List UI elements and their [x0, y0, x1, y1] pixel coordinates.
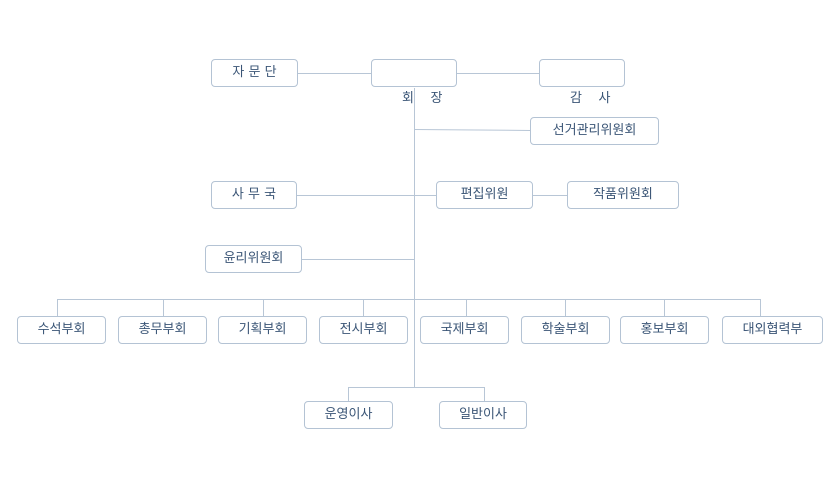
- department-label: 국제부회: [440, 322, 489, 337]
- department-box: 총무부회: [118, 316, 207, 344]
- department-box: 기획부회: [218, 316, 307, 344]
- ethics-committee-label: 윤리위원회: [223, 251, 284, 266]
- secretariat-box: 사 무 국: [211, 181, 297, 209]
- advisory-box: 자 문 단: [211, 59, 298, 87]
- works-committee-label: 작품위원회: [593, 187, 653, 202]
- department-label: 총무부회: [138, 322, 187, 337]
- department-label: 학술부회: [541, 322, 590, 337]
- secretariat-label: 사 무 국: [231, 187, 277, 202]
- auditor-box: 감 사: [539, 59, 625, 106]
- department-label: 전시부회: [339, 322, 388, 337]
- department-label: 기획부회: [238, 322, 287, 337]
- general-director-box: 일반이사: [439, 401, 527, 429]
- works-committee-box: 작품위원회: [567, 181, 679, 209]
- election-committee-box: 선거관리위원회: [530, 117, 659, 145]
- department-box: 대외협력부: [722, 316, 823, 344]
- department-label: 수석부회: [37, 322, 86, 337]
- operating-director-label: 운영이사: [324, 407, 373, 422]
- editorial-label: 편집위원: [460, 187, 509, 202]
- department-box: 수석부회: [17, 316, 106, 344]
- president-label: 회 장: [402, 91, 443, 106]
- department-box: 전시부회: [319, 316, 408, 344]
- election-committee-label: 선거관리위원회: [552, 123, 637, 138]
- department-box: 국제부회: [420, 316, 509, 344]
- auditor-label: 감 사: [570, 91, 611, 106]
- ethics-committee-box: 윤리위원회: [205, 245, 302, 273]
- department-label: 홍보부회: [640, 322, 689, 337]
- department-box: 학술부회: [521, 316, 610, 344]
- department-box: 홍보부회: [620, 316, 709, 344]
- general-director-label: 일반이사: [459, 407, 507, 422]
- line-election: [413, 129, 532, 131]
- department-label: 대외협력부: [742, 322, 803, 337]
- operating-director-box: 운영이사: [304, 401, 393, 429]
- editorial-box: 편집위원: [436, 181, 533, 209]
- president-box: 회 장: [371, 59, 457, 106]
- advisory-label: 자 문 단: [232, 65, 277, 80]
